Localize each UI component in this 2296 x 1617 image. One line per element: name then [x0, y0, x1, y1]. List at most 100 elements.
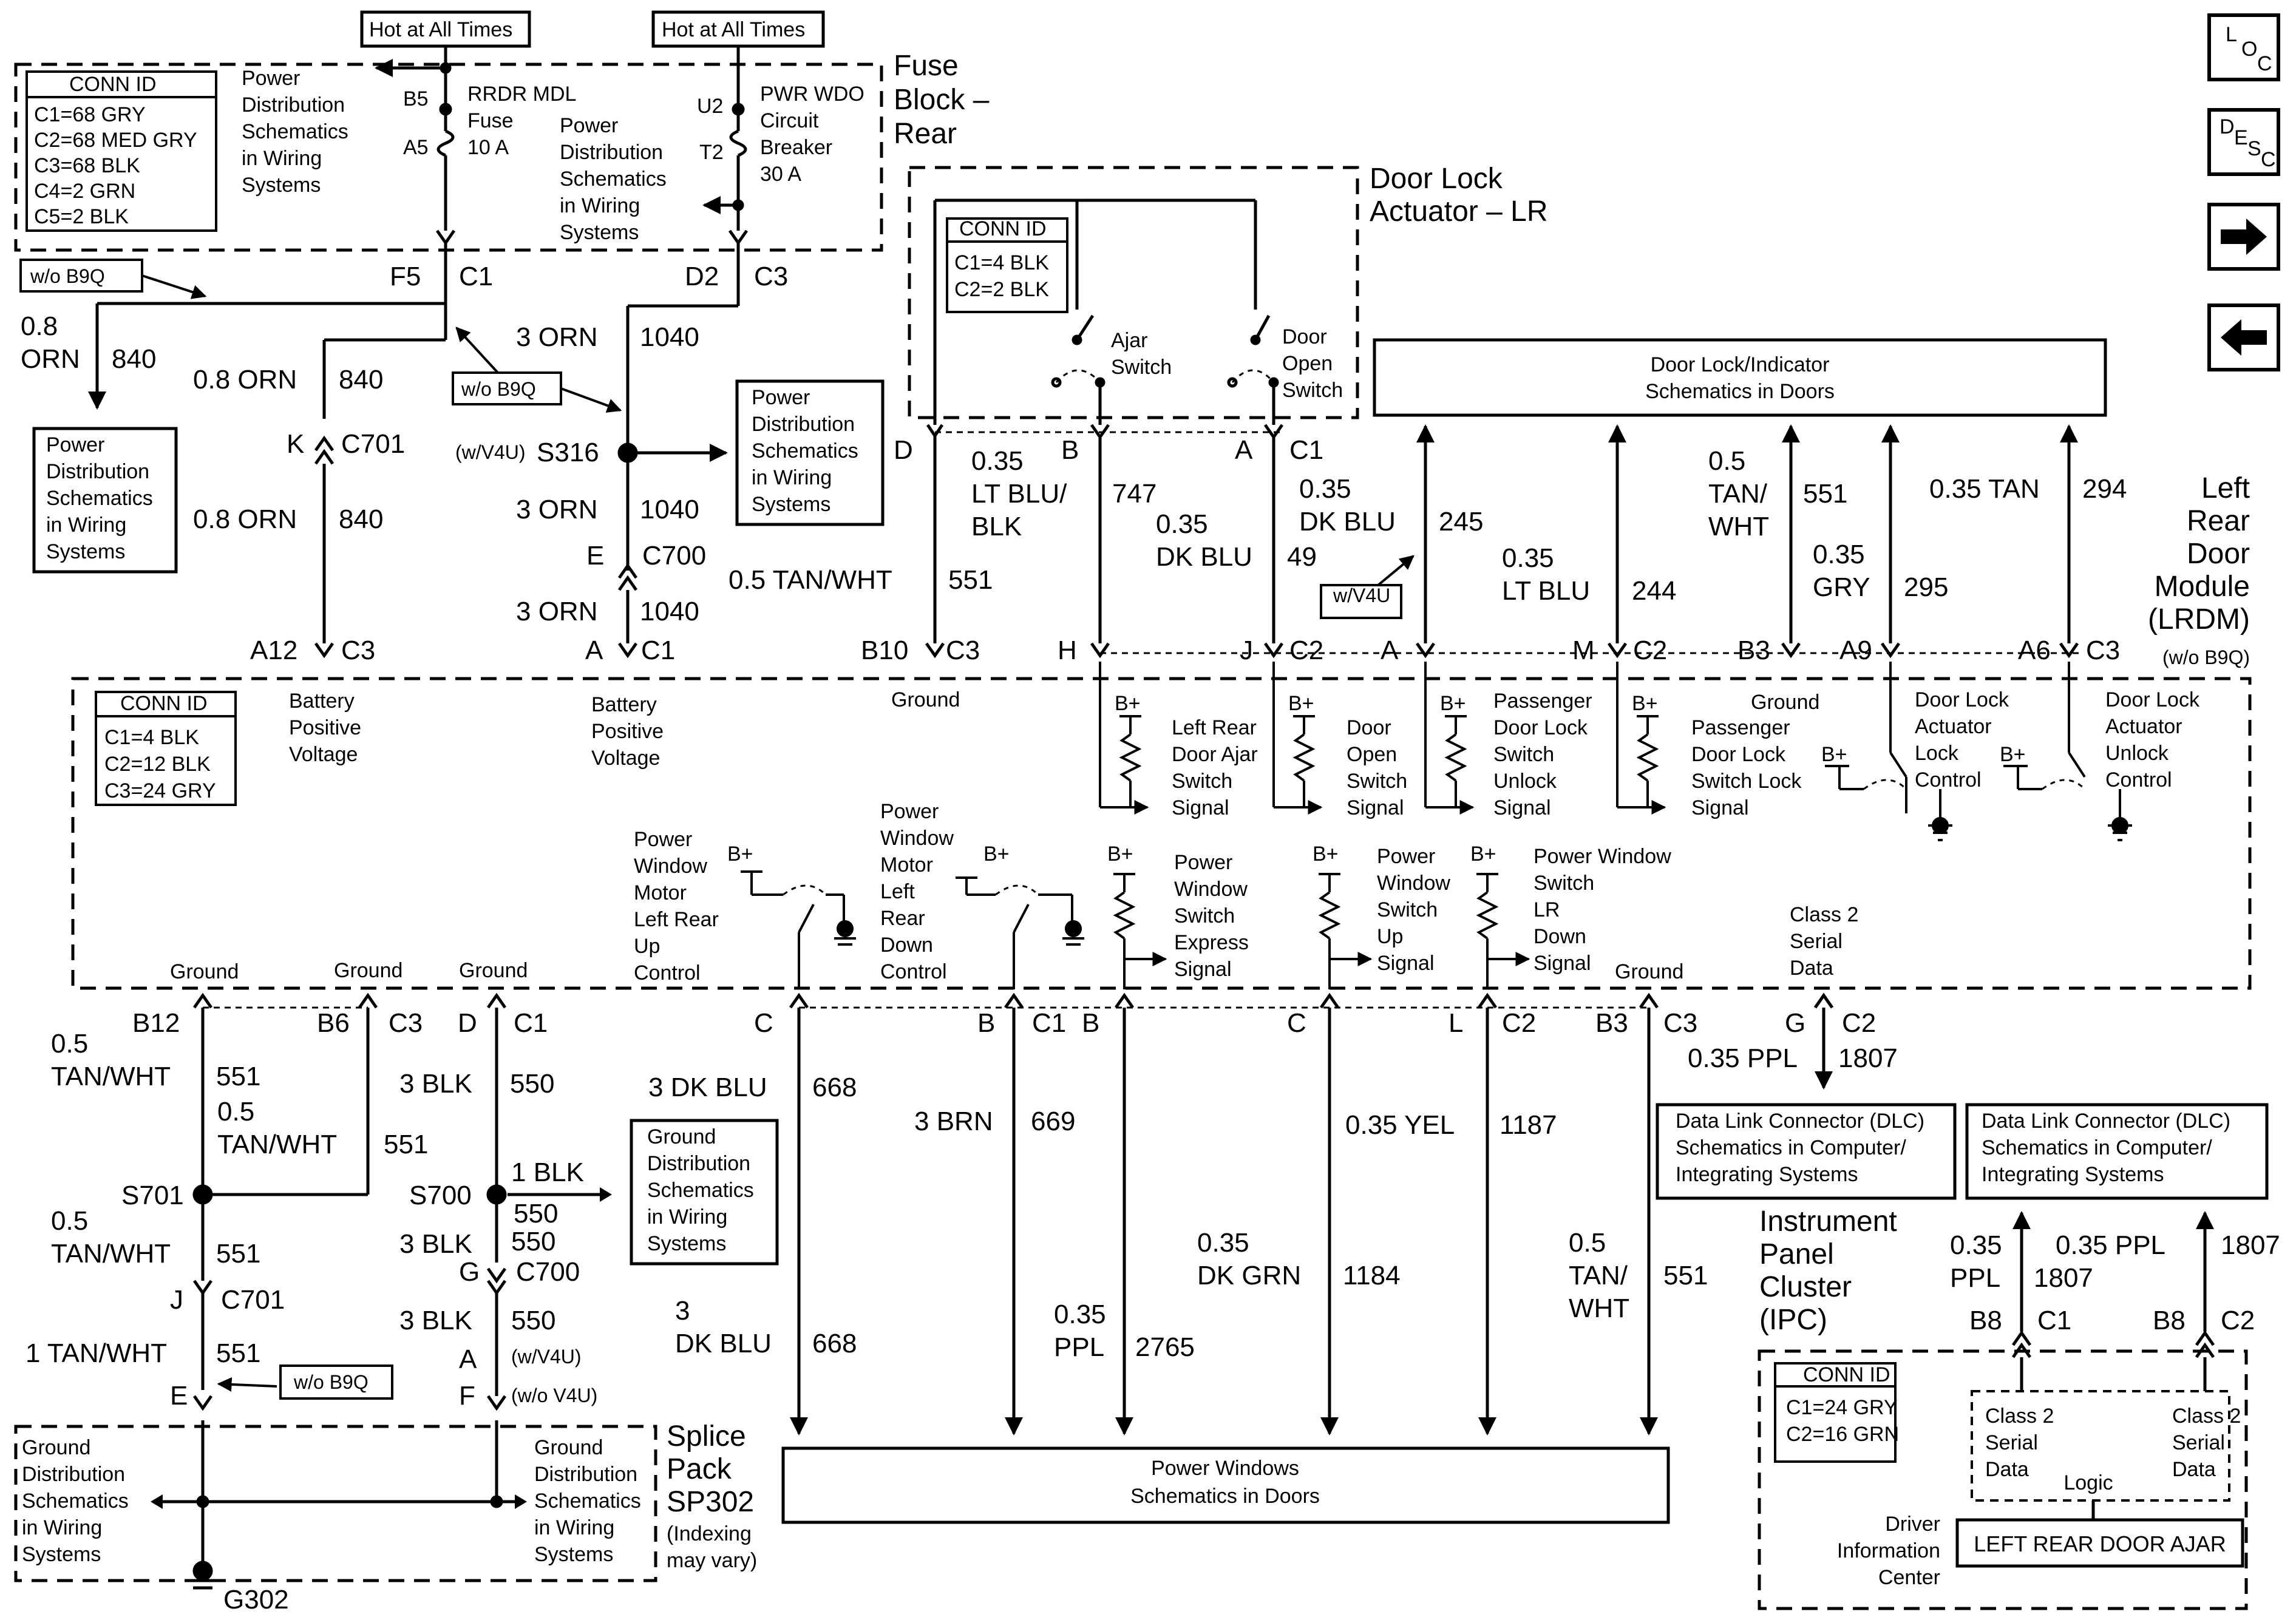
pd-text: Systems [560, 221, 639, 244]
wire-label: BLK [971, 512, 1022, 541]
pd-text: Power [560, 114, 618, 137]
wire-label: 551 [948, 565, 993, 595]
pin-label: C2 [1289, 636, 1323, 665]
dic-label: Information [1837, 1539, 1940, 1562]
dlc-text: Integrating Systems [1676, 1163, 1858, 1186]
cb-pin: U2 [697, 95, 723, 118]
signal-label: Power [880, 800, 939, 823]
door-lock-name: Door Lock [1370, 163, 1503, 195]
pin-label: C701 [341, 429, 405, 459]
lrdm-name: Rear [2187, 505, 2250, 537]
wire-label: TAN/WHT [217, 1130, 337, 1159]
wire-label: 3 [675, 1296, 690, 1326]
conn-line: C3=68 BLK [34, 154, 140, 177]
wire-label: 244 [1632, 576, 1676, 606]
loc-button[interactable]: L O C [2207, 13, 2280, 81]
wire-label: LT BLU/ [971, 479, 1067, 509]
gd-text: Schematics [22, 1490, 129, 1513]
pin-label: A [459, 1344, 477, 1374]
bplus-label: B+ [1440, 692, 1466, 715]
signal-label: Door Lock [1915, 688, 2009, 711]
pin-label: C701 [221, 1285, 285, 1315]
prev-button[interactable] [2207, 303, 2280, 371]
pd-text: Power [752, 386, 810, 409]
lrdm-text: Voltage [289, 743, 358, 766]
pin-label: C2 [1502, 1008, 1536, 1038]
pin-label: C [754, 1008, 773, 1038]
fuse-block-name-3: Rear [894, 118, 957, 150]
wire-label: 551 [216, 1062, 260, 1091]
pin-label: C3 [2086, 636, 2120, 665]
wire-label: 0.5 [217, 1097, 254, 1127]
wire-label: 0.35 [1502, 543, 1554, 573]
signal-label: Control [2105, 768, 2172, 792]
wire-label: 0.5 TAN/WHT [729, 565, 892, 595]
wire-label: 1040 [640, 495, 699, 524]
wire-label: 1807 [2221, 1230, 2280, 1260]
wire-label: 0.35 PPL [1688, 1043, 1798, 1073]
signal-label: Signal [1347, 796, 1404, 819]
conn-line: C2=2 BLK [954, 278, 1049, 301]
pin-label: D [894, 435, 913, 465]
pin-label: B [977, 1008, 995, 1038]
next-button[interactable] [2207, 203, 2280, 271]
pin-label: G [1785, 1008, 1805, 1038]
bplus-label: B+ [2000, 743, 2026, 766]
lrdm-text: Battery [591, 693, 657, 716]
pin-label: L [1449, 1008, 1463, 1038]
desc-button[interactable]: D E S C [2207, 108, 2280, 176]
wire-label: TAN/ [1569, 1261, 1628, 1290]
wire-label: 3 DK BLU [648, 1073, 767, 1102]
ipc-name: Instrument [1759, 1205, 1897, 1238]
bplus-label: B+ [1821, 743, 1847, 766]
pin-label: C1 [1289, 435, 1323, 465]
signal-label: Switch [1493, 743, 1554, 766]
pd-text: Systems [242, 174, 321, 197]
pin-label: B3 [1595, 1008, 1628, 1038]
dic-label: Driver [1885, 1513, 1940, 1536]
wire-label: TAN/ [1708, 479, 1768, 509]
pd-text: in Wiring [752, 466, 832, 489]
signal-label: Switch [1377, 898, 1438, 921]
bplus-label: B+ [1107, 842, 1133, 866]
wire-label: 1807 [2034, 1263, 2093, 1293]
conn-line: C1=24 GRY [1786, 1396, 1898, 1419]
wire-label: 1184 [1343, 1261, 1401, 1290]
ipc-name: (IPC) [1759, 1304, 1827, 1336]
pd-text: in Wiring [46, 514, 126, 537]
cb-label: Breaker [760, 136, 832, 159]
wire-label: 3 BRN [914, 1107, 993, 1136]
gd-text: Systems [534, 1543, 613, 1566]
pin-label: B12 [132, 1008, 180, 1038]
splice-pack-note: (Indexing [667, 1522, 752, 1545]
wire-label: 551 [216, 1338, 260, 1368]
lrdm-text: Battery [289, 690, 355, 713]
gd-text: in Wiring [647, 1205, 727, 1229]
switch-label: Switch [1111, 356, 1172, 379]
pin-label: A [1381, 636, 1399, 665]
signal-label: Power Window [1533, 845, 1671, 868]
signal-label: Signal [1172, 796, 1229, 819]
signal-label: Unlock [2105, 742, 2169, 765]
dic-label: Center [1878, 1566, 1940, 1589]
pd-text: Schematics [560, 168, 667, 191]
wire-label: ORN [21, 344, 80, 374]
pd-text: Systems [46, 540, 125, 563]
ground-point-label: G302 [223, 1585, 289, 1615]
gd-text: Ground [534, 1436, 603, 1459]
wire-label: PPL [1950, 1263, 2000, 1293]
conn-line: C1=4 BLK [954, 251, 1049, 274]
wire-label: 3 ORN [516, 322, 597, 352]
dlc-text: Data Link Connector (DLC) [1676, 1110, 1924, 1133]
bplus-label: B+ [1632, 692, 1658, 715]
wire-label: 1807 [1838, 1043, 1898, 1073]
wire-label: DK BLU [1299, 507, 1396, 537]
signal-label: Window [880, 827, 954, 850]
ground-label: Ground [459, 959, 528, 982]
arrow-right-icon [2221, 219, 2267, 255]
signal-label: LR [1533, 898, 1560, 921]
gd-text: Systems [647, 1232, 726, 1255]
pin-label: C3 [341, 636, 375, 665]
splice-label: S701 [121, 1181, 184, 1210]
